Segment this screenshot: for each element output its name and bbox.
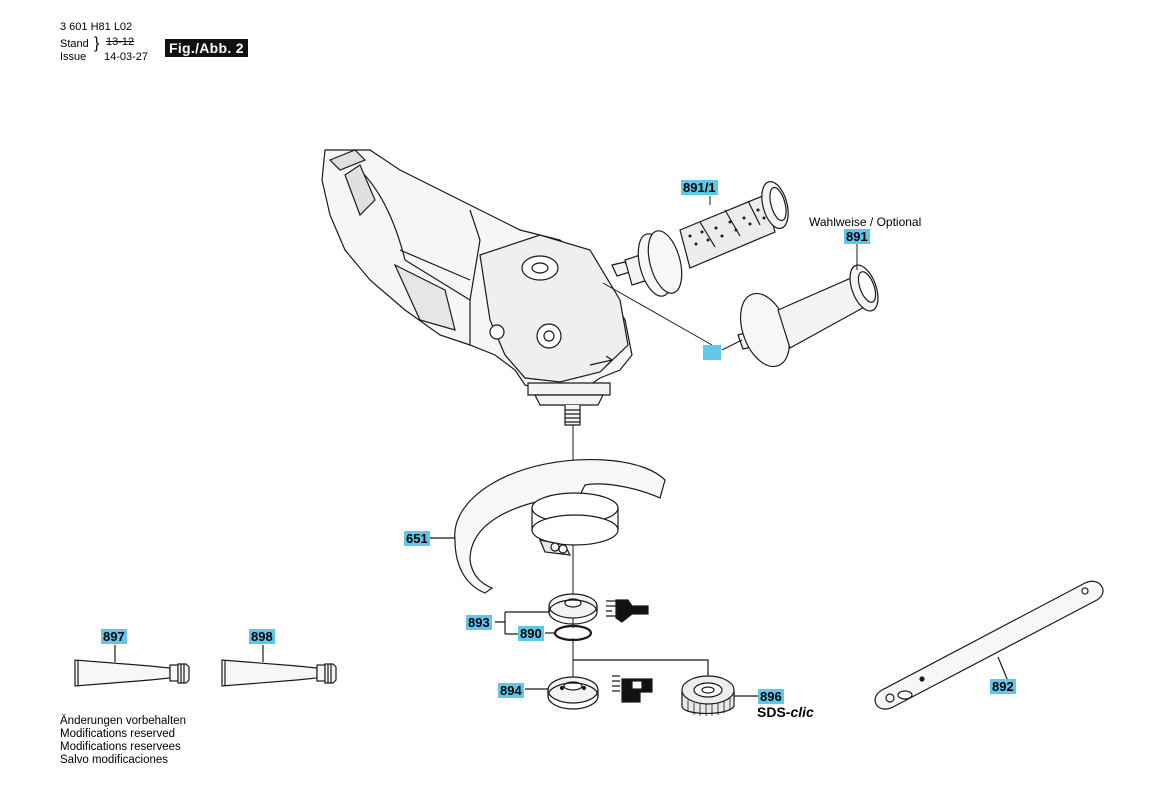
label-892: 892 [990,679,1016,694]
orientation-symbol-lower [612,675,653,703]
note-de: Änderungen vorbehalten [60,715,186,727]
old-date: 13-12 [106,36,135,48]
o-ring-890 [553,624,593,642]
modification-notes: Änderungen vorbehalten Modifications res… [60,715,186,767]
quick-clamp-nut-896 [681,675,735,716]
side-handle-891 [737,264,879,368]
label-898: 898 [249,629,275,644]
document-number: 3 601 H81 L02 [60,21,133,33]
grinder-body [321,149,633,426]
reference-marker [703,345,721,360]
anti-vibration-handle-891-1 [611,181,789,297]
label-651: 651 [404,531,430,546]
issue-label: Issue [60,51,87,63]
new-date: 14-03-27 [104,51,149,63]
sds-prefix: SDS- [757,704,791,720]
label-891: 891 [844,229,870,244]
header-brace: } [94,35,100,52]
clamp-nut-894 [547,676,599,710]
note-fr: Modifications reservees [60,741,181,753]
label-896: 896 [758,689,784,704]
grease-tube-898 [221,645,337,687]
sds-suffix: clic [790,704,814,720]
label-894: 894 [498,683,524,698]
optional-note: Wahlweise / Optional [809,215,922,229]
grease-tube-897 [74,645,190,687]
figure-label: Fig./Abb. 2 [165,39,248,57]
note-es: Salvo modificaciones [60,754,169,766]
label-891-1: 891/1 [681,180,718,195]
label-893: 893 [466,615,492,630]
sds-clic-brand: SDS-clic [757,704,814,720]
stand-label: Stand [60,38,89,50]
label-897: 897 [101,629,127,644]
orientation-symbol-upper [606,599,649,623]
wheel-guard-651 [454,458,666,594]
label-890: 890 [518,626,544,641]
note-en: Modifications reserved [60,728,176,740]
